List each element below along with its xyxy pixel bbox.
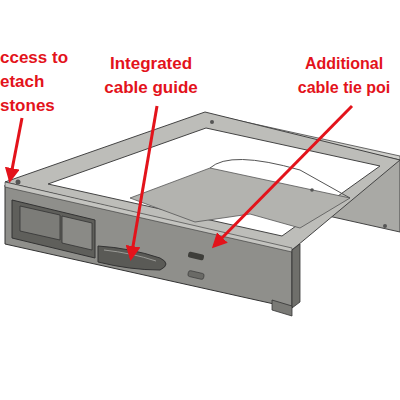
callout-label: Integrated cable guide: [92, 52, 210, 100]
callout-label: ccess to etach stones: [0, 46, 74, 118]
callout-label: Additional cable tie poi: [290, 52, 398, 100]
